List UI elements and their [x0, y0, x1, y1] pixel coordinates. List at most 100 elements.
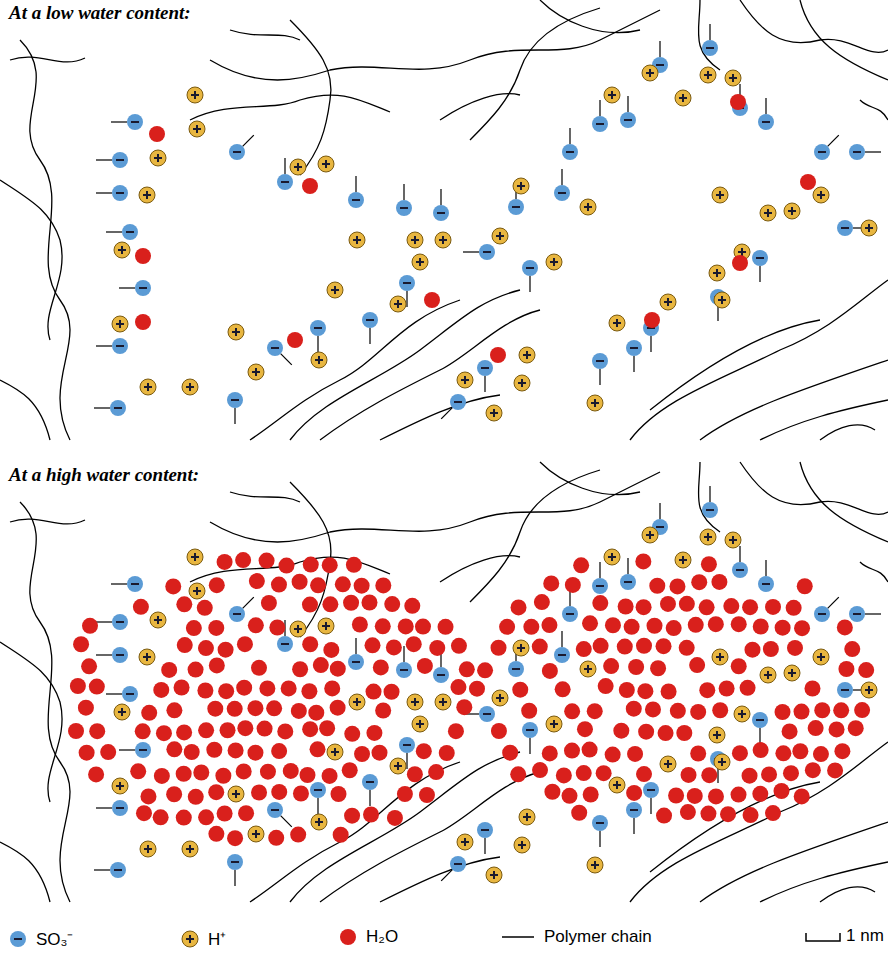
water-molecule-circle — [556, 767, 572, 783]
water-molecule — [235, 552, 251, 568]
sulfonate-ion — [849, 144, 865, 160]
water-molecule-circle — [723, 598, 739, 614]
sulfonate-ion — [508, 199, 524, 215]
water-molecule — [313, 657, 329, 673]
sign-stroke — [194, 553, 196, 561]
water-molecule-circle — [636, 766, 652, 782]
water-molecule — [372, 745, 388, 761]
water-molecule-circle — [691, 574, 707, 590]
proton-circle — [580, 199, 596, 215]
scale-label: 1 nm — [846, 926, 884, 946]
water-molecule-circle — [136, 805, 152, 821]
water-molecule — [711, 574, 727, 590]
sign-stroke — [114, 407, 122, 409]
proton-circle — [435, 694, 451, 710]
sulfonate-ion-circle — [399, 275, 415, 291]
sign-stroke — [419, 258, 421, 266]
side-chain — [828, 597, 839, 608]
water-molecule-circle — [775, 620, 791, 636]
sulfonate-ion — [396, 200, 412, 216]
water-molecule-circle — [542, 745, 558, 761]
side-chain — [441, 408, 452, 419]
water-molecule — [301, 683, 317, 699]
side-chain — [440, 189, 441, 205]
sign-stroke — [271, 347, 279, 349]
water-molecule — [521, 703, 537, 719]
water-molecule — [186, 620, 202, 636]
proton — [390, 758, 406, 774]
water-molecule — [626, 785, 642, 801]
sign-stroke — [397, 300, 399, 308]
water-molecule-circle — [419, 787, 435, 803]
proton-circle — [139, 187, 155, 203]
water-molecule-circle — [271, 577, 287, 593]
water-molecule-circle — [587, 703, 603, 719]
proton-circle — [349, 694, 365, 710]
water-molecule-circle — [176, 596, 192, 612]
water-molecule-circle — [598, 678, 614, 694]
side-chain — [599, 562, 600, 578]
sulfonate-ion — [849, 606, 865, 622]
sulfonate-ion-circle — [450, 394, 466, 410]
sulfonate-ion — [702, 40, 718, 56]
water-molecule — [384, 684, 400, 700]
water-molecule-circle — [679, 596, 695, 612]
water-molecule-circle — [660, 596, 676, 612]
water-molecule — [701, 556, 717, 572]
sign-stroke — [818, 613, 826, 615]
water-molecule — [424, 292, 440, 308]
water-molecule — [299, 767, 315, 783]
sign-stroke — [231, 861, 239, 863]
proton-circle — [290, 621, 306, 637]
proton — [327, 744, 343, 760]
proton — [861, 682, 877, 698]
side-chain — [119, 287, 135, 288]
proton-circle — [709, 727, 725, 743]
sign-stroke — [553, 258, 555, 266]
sign-stroke — [682, 556, 684, 564]
water-molecule — [687, 788, 703, 804]
water-molecule — [708, 788, 724, 804]
water-molecule-circle — [238, 805, 254, 821]
sulfonate-ion — [758, 576, 774, 592]
water-molecule-circle — [511, 599, 527, 615]
sulfonate-ion-circle — [450, 856, 466, 872]
proton-circle — [290, 159, 306, 175]
sulfonate-ion — [110, 400, 126, 416]
water-molecule-circle — [732, 255, 748, 271]
water-molecule — [624, 619, 640, 635]
sulfonate-ion-circle — [310, 320, 326, 336]
water-molecule-circle — [786, 600, 802, 616]
water-molecule — [700, 806, 716, 822]
water-molecule-circle — [342, 762, 358, 778]
sign-stroke — [442, 698, 444, 706]
water-molecule — [613, 723, 629, 739]
water-molecule — [215, 768, 231, 784]
water-molecule-circle — [299, 767, 315, 783]
sign-stroke — [767, 671, 769, 679]
proton — [412, 716, 428, 732]
sulfonate-ion — [112, 185, 128, 201]
proton-circle — [140, 379, 156, 395]
proton — [609, 777, 625, 793]
water-molecule — [198, 722, 214, 738]
water-molecule-circle — [521, 703, 537, 719]
sign-stroke — [146, 653, 148, 661]
proton — [861, 220, 877, 236]
sign-stroke — [721, 296, 723, 304]
sulfonate-ion-circle — [814, 144, 830, 160]
proton — [492, 690, 508, 706]
water-molecule — [384, 596, 400, 612]
water-molecule-circle — [235, 552, 251, 568]
sign-stroke — [512, 206, 520, 208]
water-molecule-circle — [384, 684, 400, 700]
proton-circle — [311, 352, 327, 368]
water-molecule — [236, 680, 252, 696]
sign-stroke — [706, 47, 714, 49]
side-chain — [406, 291, 407, 307]
proton-circle — [587, 395, 603, 411]
water-molecule-circle — [322, 768, 338, 784]
water-molecule-circle — [303, 557, 319, 573]
water-molecule — [303, 557, 319, 573]
side-chain — [317, 336, 318, 352]
